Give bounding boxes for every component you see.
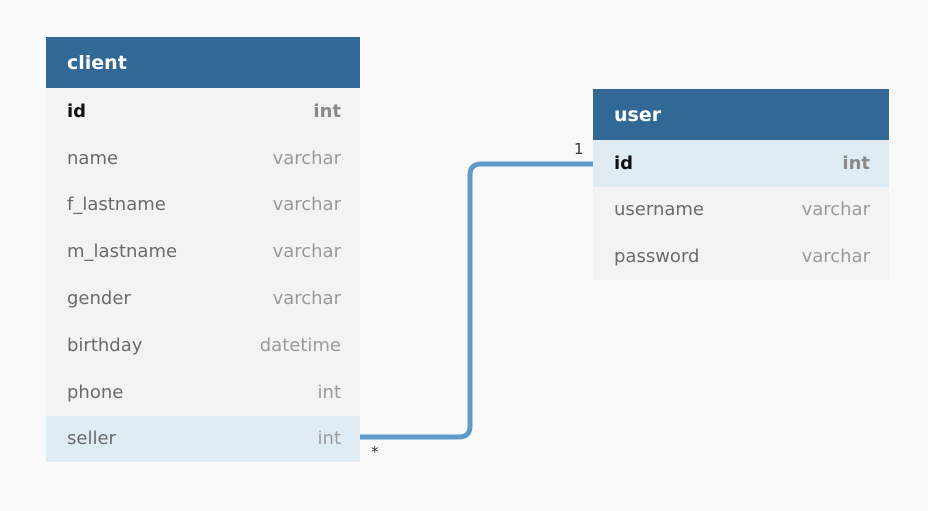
client-table[interactable]: client id int name varchar f_lastname va… [46,37,360,463]
column-type: int [313,100,341,122]
cardinality-many-label: * [371,443,379,461]
column-name: seller [67,428,116,450]
client-table-header[interactable]: client [46,37,360,88]
column-type: varchar [801,199,870,221]
column-type: varchar [272,288,341,310]
user-table[interactable]: user id int username varchar password va… [593,89,889,280]
user-table-title: user [614,103,662,126]
column-name: password [614,245,700,267]
column-name: gender [67,288,131,310]
column-name: username [614,199,704,221]
column-name: id [614,152,634,174]
column-type: int [317,428,341,450]
column-type: int [317,381,341,403]
user-column-id[interactable]: id int [593,140,889,187]
column-type: varchar [272,147,341,169]
column-type: varchar [272,194,341,216]
client-column-birthday[interactable]: birthday datetime [46,322,360,369]
column-name: name [67,147,119,169]
client-column-phone[interactable]: phone int [46,369,360,416]
client-seller-to-user-id-line [360,161,593,440]
column-type: int [842,152,870,174]
user-column-password[interactable]: password varchar [593,233,889,280]
client-column-seller[interactable]: seller int [46,415,360,463]
column-type: varchar [801,245,870,267]
cardinality-one-label: 1 [574,140,584,158]
client-column-m-lastname[interactable]: m_lastname varchar [46,228,360,275]
column-name: birthday [67,334,143,356]
column-name: id [67,100,87,122]
client-column-f-lastname[interactable]: f_lastname varchar [46,182,360,229]
column-name: f_lastname [67,194,166,216]
column-type: varchar [272,241,341,263]
column-type: datetime [259,334,341,356]
user-column-username[interactable]: username varchar [593,187,889,234]
client-table-title: client [67,51,127,74]
client-column-gender[interactable]: gender varchar [46,275,360,322]
column-name: phone [67,381,124,403]
client-column-id[interactable]: id int [46,88,360,135]
client-column-name[interactable]: name varchar [46,135,360,182]
column-name: m_lastname [67,241,178,263]
user-table-header[interactable]: user [593,89,889,140]
